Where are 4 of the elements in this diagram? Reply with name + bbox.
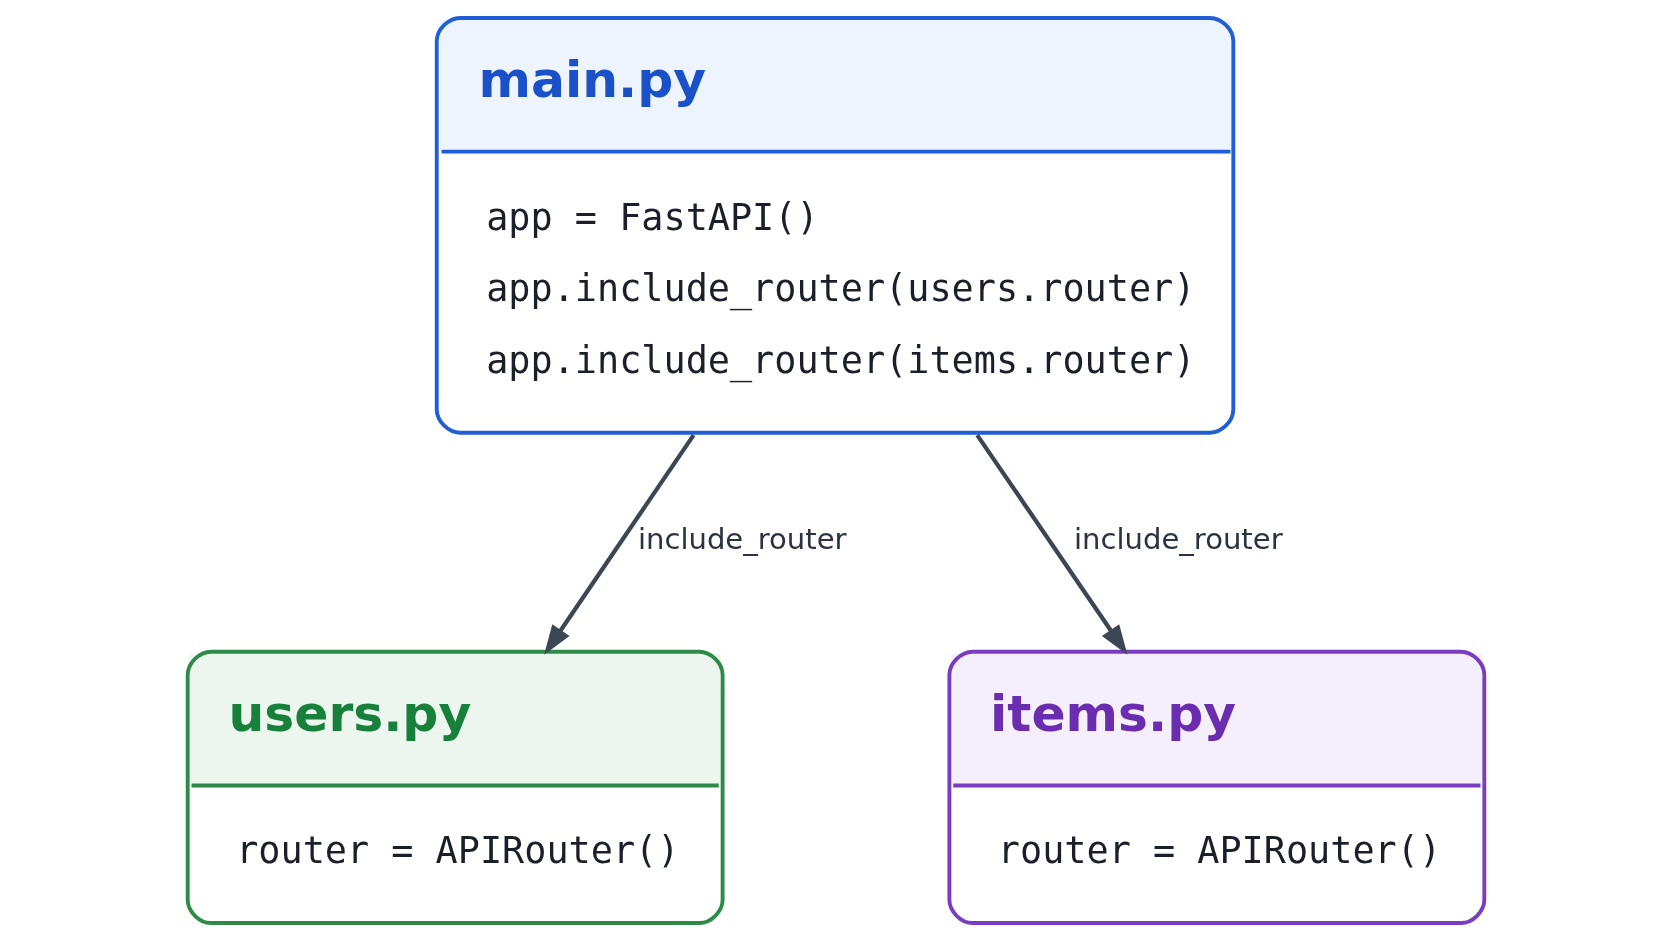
arrow bbox=[544, 433, 696, 655]
arrow bbox=[975, 433, 1128, 655]
edge-label: include_router bbox=[1074, 521, 1283, 556]
edge-label: include_router bbox=[637, 521, 847, 556]
